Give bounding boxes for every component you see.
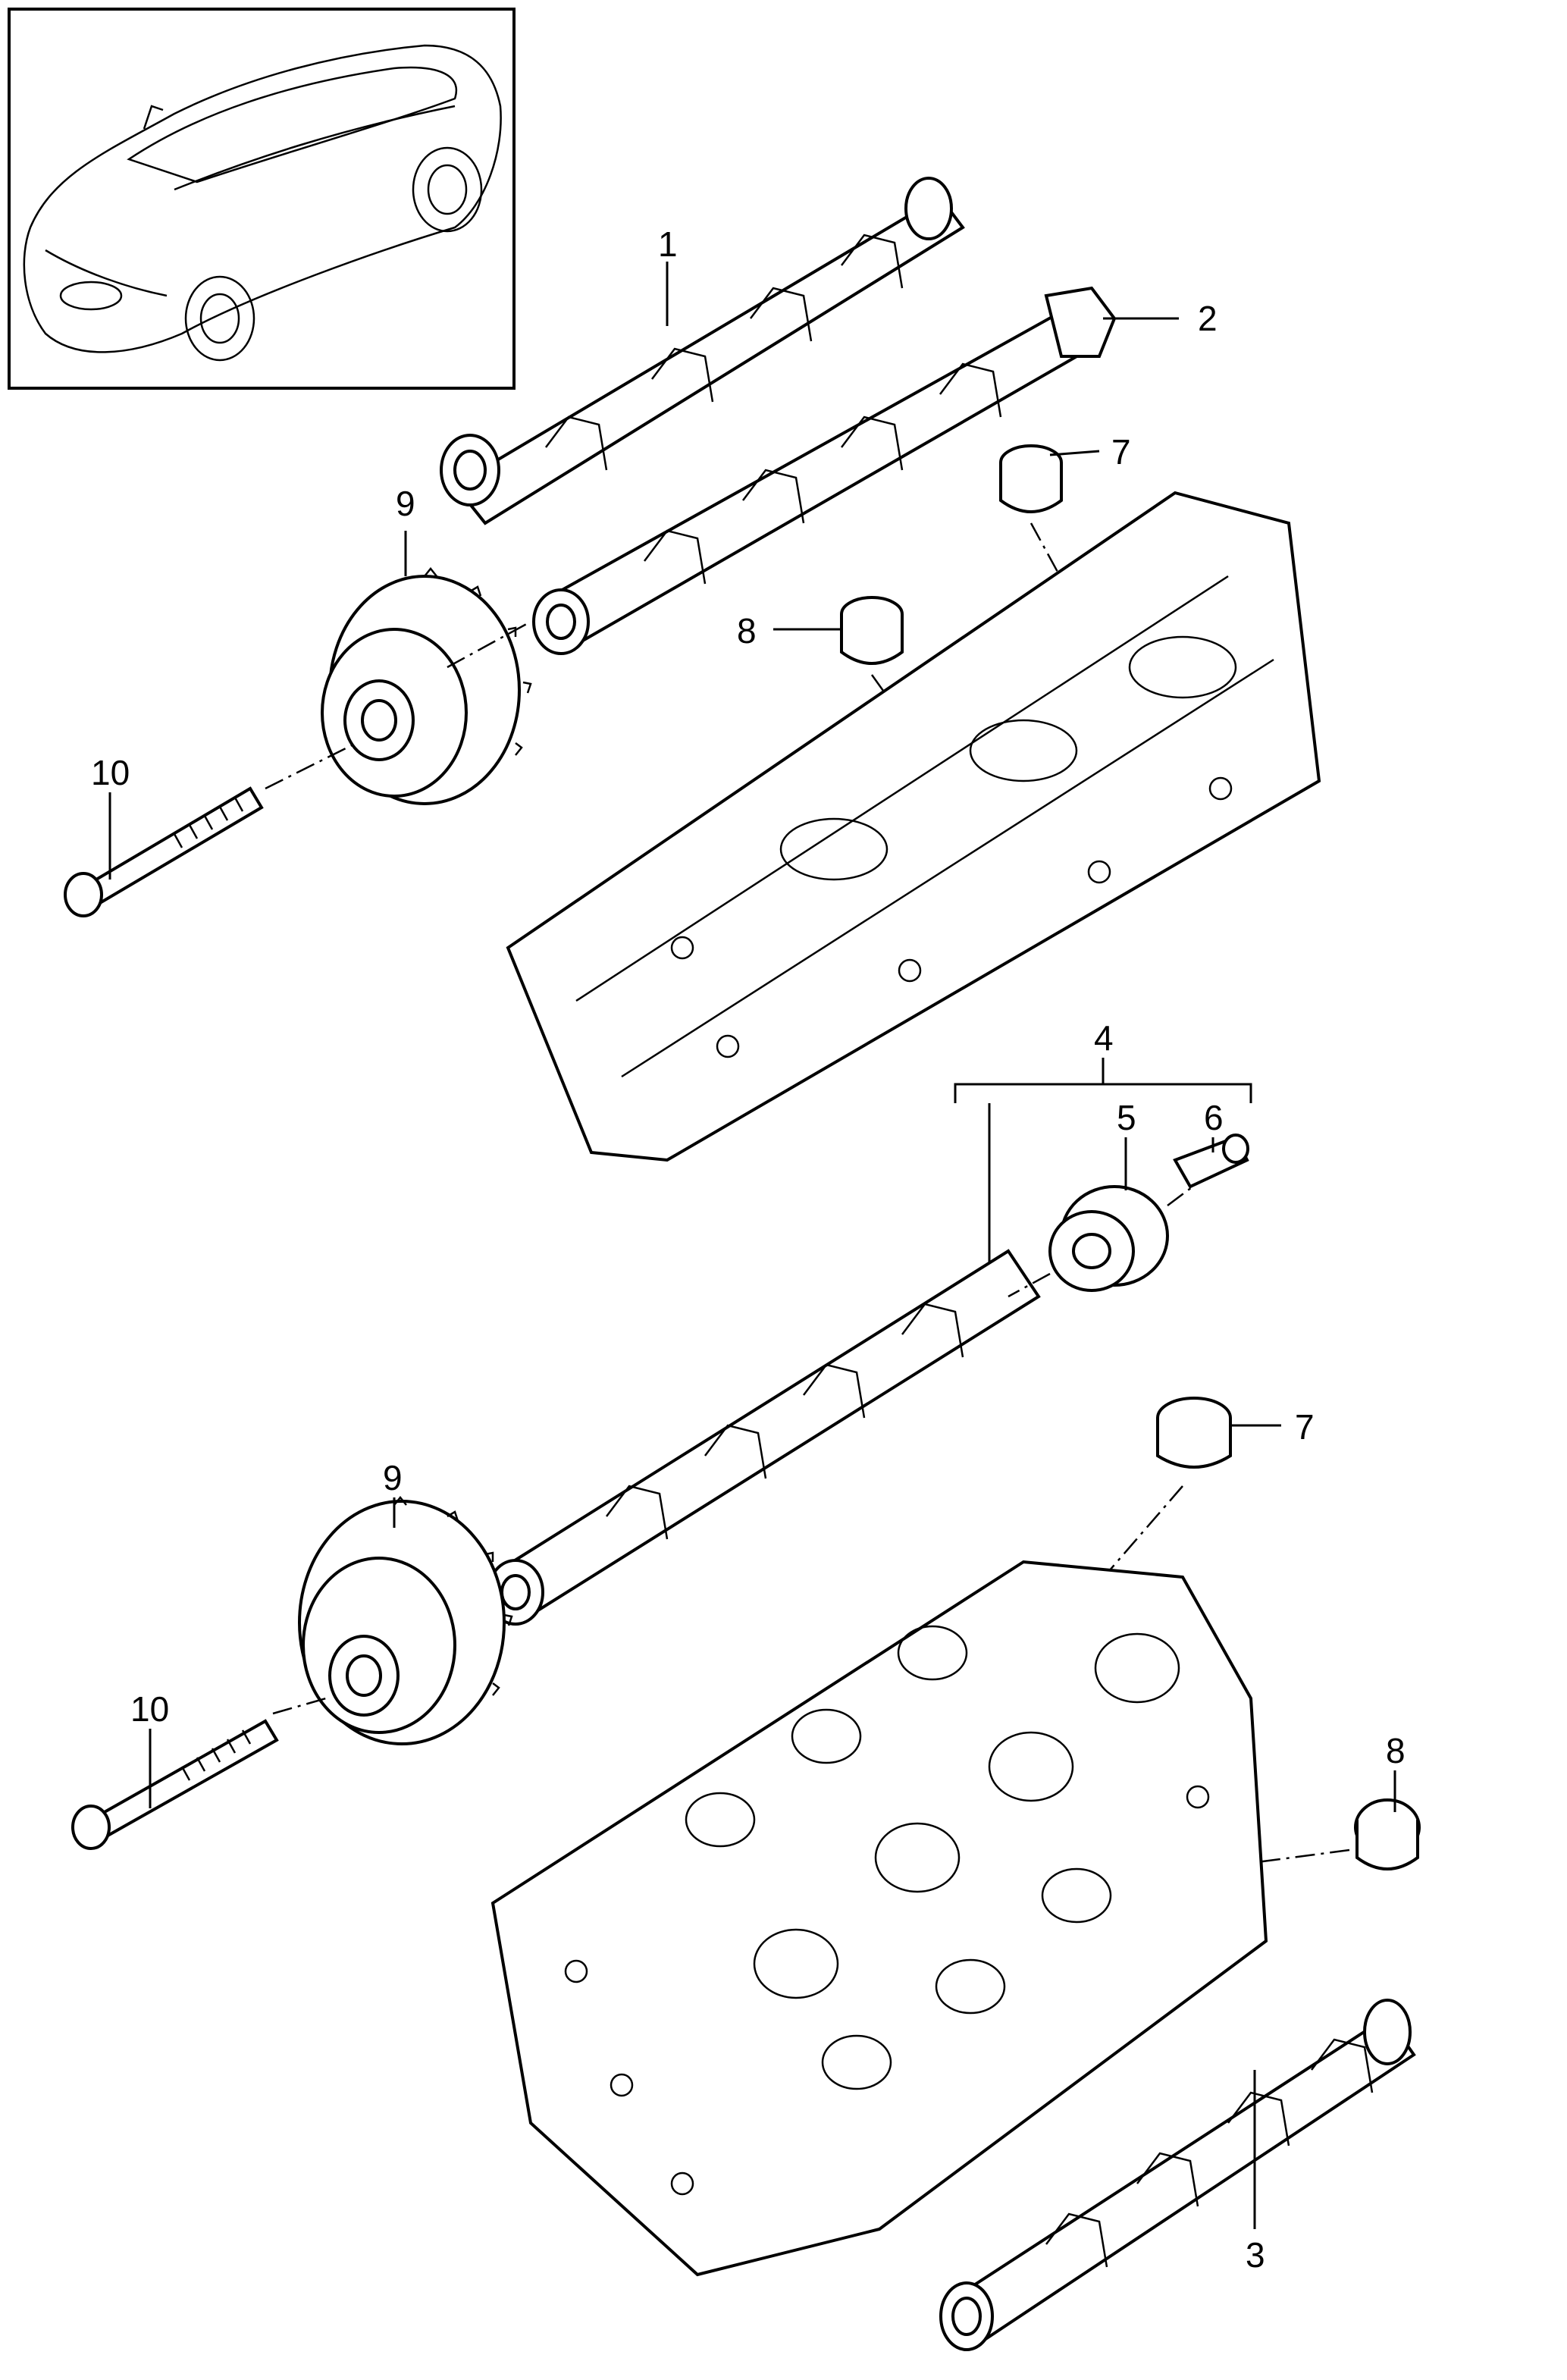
leader-lines [108,262,1396,2229]
tappet-8-lower [1354,1798,1421,1870]
cylinder-head-upper [506,491,1321,1162]
callout-7-upper: 7 [1111,432,1131,472]
callout-9-upper: 9 [396,484,415,523]
adjuster-5 [1048,1185,1169,1292]
callout-6: 6 [1204,1098,1224,1137]
callout-3: 3 [1246,2235,1265,2275]
car-thumbnail [8,8,516,390]
bolt-10-lower [71,1719,279,1850]
callout-2: 2 [1198,299,1218,338]
callout-7-lower: 7 [1295,1407,1315,1447]
callouts: 1 2 7 8 9 10 4 5 6 7 9 10 8 3 [91,224,1406,2275]
camshaft-2 [532,286,1117,655]
tappet-7-upper [999,444,1063,513]
cylinder-head-lower [490,1560,1268,2277]
tappet-7-lower [1156,1397,1232,1469]
callout-8-lower: 8 [1386,1731,1406,1770]
callout-10-upper: 10 [91,753,130,792]
sprocket-9-lower [298,1495,513,1745]
callout-1: 1 [658,224,678,264]
tappet-8-upper [840,596,904,665]
car-thumbnail-icon [23,44,502,362]
callout-5: 5 [1117,1098,1136,1137]
camshaft-1 [440,177,965,525]
bushing-6 [1173,1134,1249,1189]
callout-8-upper: 8 [737,611,757,651]
callout-4: 4 [1094,1018,1114,1058]
camshaft-3 [939,1999,1416,2351]
bracket-4 [954,1058,1252,1281]
callout-9-lower: 9 [383,1458,403,1497]
callout-10-lower: 10 [130,1689,169,1729]
camshaft-4 [487,1249,1041,1626]
bolt-10-upper [64,786,264,917]
sprocket-9-upper [321,566,532,805]
